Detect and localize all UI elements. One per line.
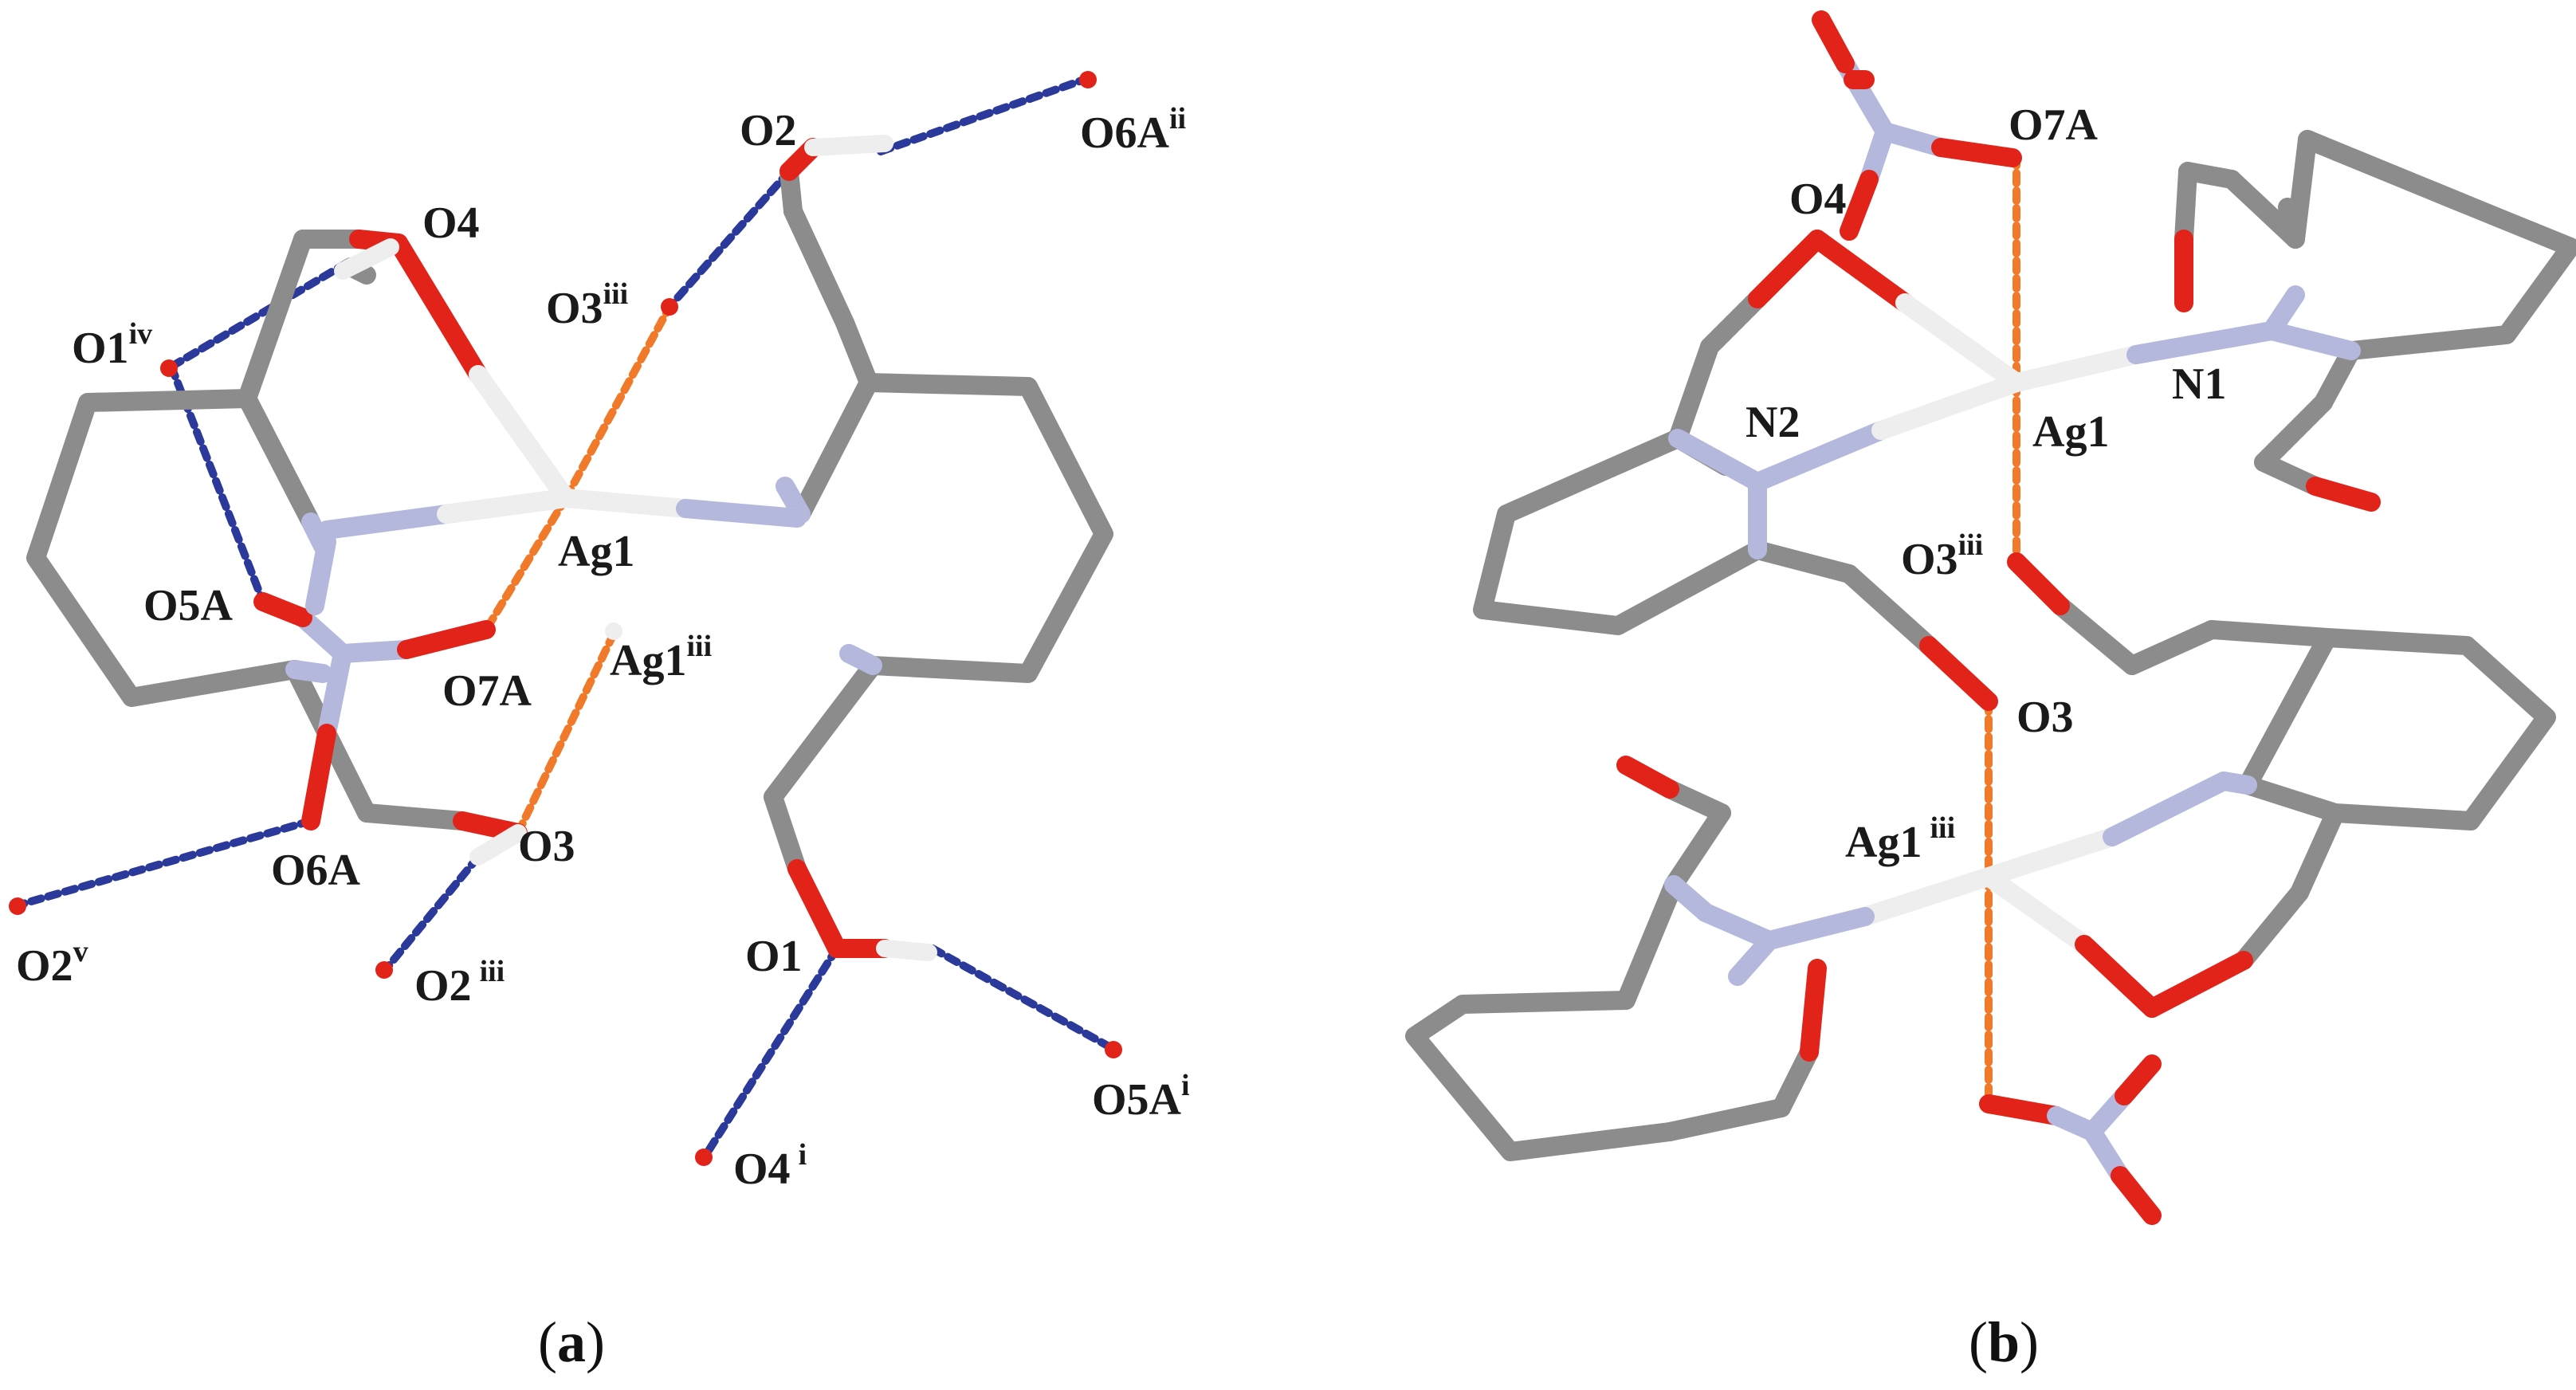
contact-atoms-a (9, 71, 1122, 1166)
ag-coordination-a (317, 365, 807, 540)
label-o6a-ii: O6Aii (1080, 102, 1186, 158)
label-o2: O2 (740, 106, 797, 155)
label-o7a: O7A (442, 666, 532, 716)
label-o1: O1 (745, 932, 803, 981)
orange-contacts-a (482, 303, 673, 837)
atom-labels-a: O2 O6Aii O4 O3iii O1iv Ag1 O5A O7A Ag1ii… (16, 102, 1190, 1194)
panel-a: O2 O6Aii O4 O3iii O1iv Ag1 O5A O7A Ag1ii… (9, 71, 1190, 1374)
label-o4-b: O4 (1789, 175, 1847, 224)
label-ag1: Ag1 (558, 527, 634, 576)
label-n2-b: N2 (1745, 398, 1800, 447)
hetero-bonds-b (1616, 10, 2381, 1225)
label-o1-iv: O1iv (72, 317, 152, 373)
orange-contacts-b (1985, 151, 2020, 1108)
hydrogens-a (334, 135, 937, 961)
label-n1-b: N1 (2172, 359, 2226, 409)
caption-a: (a) (538, 1310, 605, 1374)
label-ag1-b: Ag1 (2032, 407, 2109, 457)
label-o3-b: O3 (2016, 693, 2074, 742)
caption-b: (b) (1969, 1310, 2039, 1374)
label-o5a-i: O5Ai (1092, 1069, 1190, 1125)
label-o5a: O5A (143, 581, 234, 630)
label-ag1-iii: Ag1iii (610, 630, 712, 685)
label-o3: O3 (518, 822, 575, 871)
label-o6a: O6A (271, 846, 361, 895)
label-o3-iii-b: O3iii (1901, 528, 1983, 584)
label-o4: O4 (422, 198, 480, 248)
label-o7a-b: O7A (2009, 100, 2099, 150)
label-o2-v: O2v (16, 935, 88, 991)
label-o3-iii: O3iii (546, 277, 628, 333)
carbon-bonds-a (26, 162, 1113, 878)
panel-b: O7A O4 N2 Ag1 N1 O3iii O3 Ag1iii (b) (1405, 10, 2576, 1374)
